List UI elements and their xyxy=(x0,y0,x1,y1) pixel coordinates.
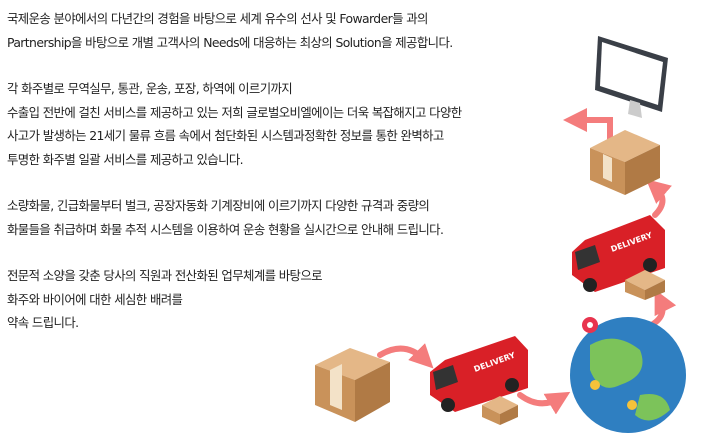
delivery-van-icon: DELIVERY xyxy=(430,336,528,412)
text-line: 각 화주별로 무역실무, 통관, 운송, 포장, 하역에 이르기까지 xyxy=(7,81,293,96)
text-line: 국제운송 분야에서의 다년간의 경험을 바탕으로 세계 유수의 선사 및 Fow… xyxy=(7,11,428,26)
paragraph-3: 소량화물, 긴급화물부터 벌크, 공장자동화 기계장비에 이르기까지 다양한 규… xyxy=(7,194,462,241)
paragraph-2: 각 화주별로 무역실무, 통관, 운송, 포장, 하역에 이르기까지 수출입 전… xyxy=(7,77,462,171)
text-line: 수출입 전반에 걸친 서비스를 제공하고 있는 저희 글로벌오비엘에이는 더욱 … xyxy=(7,104,462,120)
text-line: 사고가 발생하는 21세기 물류 흐름 속에서 첨단화된 시스템과정확한 정보를… xyxy=(7,128,444,143)
text-line: 화주와 바이어에 대한 세심한 배려를 xyxy=(7,291,183,307)
arrow-icon xyxy=(517,391,571,415)
monitor-icon xyxy=(595,36,668,118)
box-icon xyxy=(482,396,518,425)
text-line: 소량화물, 긴급화물부터 벌크, 공장자동화 기계장비에 이르기까지 다양한 규… xyxy=(7,198,430,213)
paragraph-1: 국제운송 분야에서의 다년간의 경험을 바탕으로 세계 유수의 선사 및 Fow… xyxy=(7,7,462,54)
arrow-icon xyxy=(377,343,434,369)
box-icon xyxy=(625,270,665,300)
arrow-icon xyxy=(563,108,613,143)
arrow-icon xyxy=(645,179,672,218)
text-line: Partnership을 바탕으로 개별 고객사의 Needs에 대응하는 최상… xyxy=(7,34,453,50)
text-line: 약속 드립니다. xyxy=(7,315,79,330)
text-line: 화물들을 취급하며 화물 추적 시스템을 이용하여 운송 현황을 실시간으로 안… xyxy=(7,221,444,237)
text-line: 투명한 화주별 일괄 서비스를 제공하고 있습니다. xyxy=(7,151,244,167)
intro-text: 국제운송 분야에서의 다년간의 경험을 바탕으로 세계 유수의 선사 및 Fow… xyxy=(7,7,462,358)
box-icon xyxy=(315,348,390,422)
paragraph-4: 전문적 소양을 갖춘 당사의 직원과 전산화된 업무체계를 바탕으로 화주와 바… xyxy=(7,264,462,335)
box-icon xyxy=(590,130,660,195)
globe-icon xyxy=(570,317,686,433)
text-line: 전문적 소양을 갖춘 당사의 직원과 전산화된 업무체계를 바탕으로 xyxy=(7,268,323,283)
